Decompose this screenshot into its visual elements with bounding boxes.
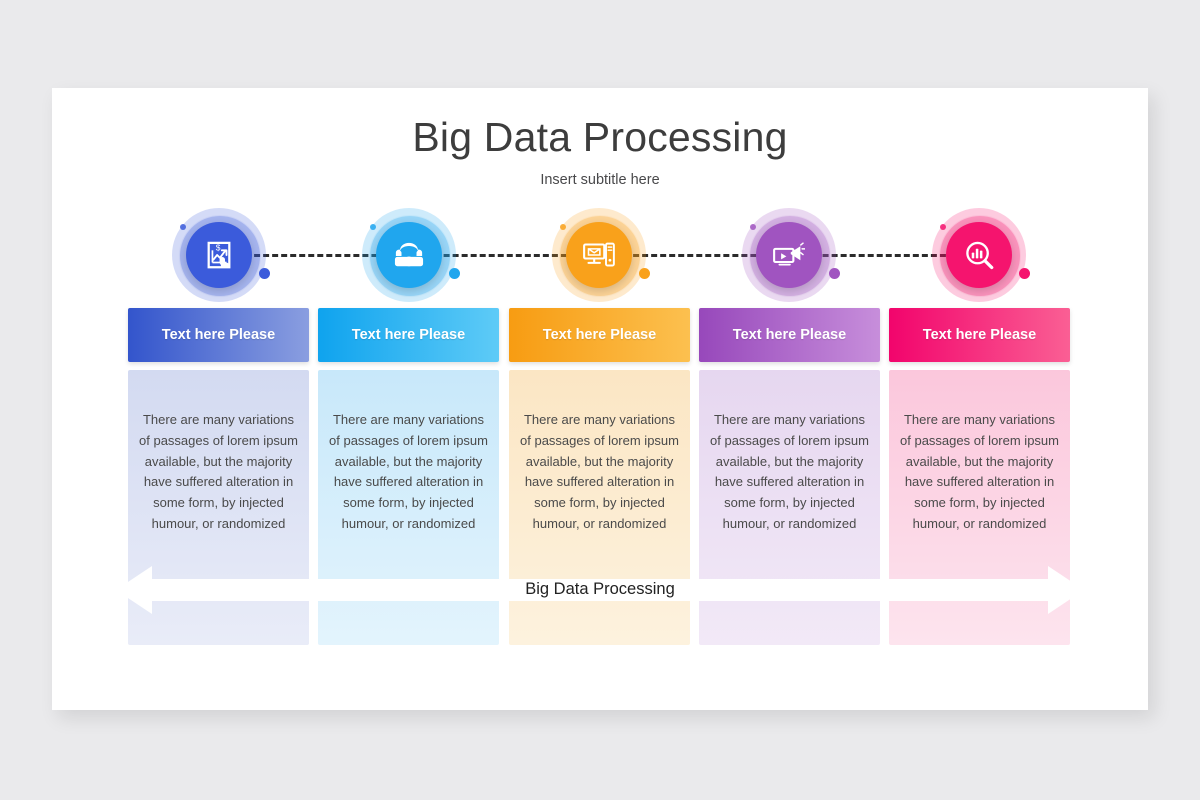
column-body-1: There are many variations of passages of… [128, 370, 309, 645]
column-heading-3[interactable]: Text here Please [509, 308, 690, 362]
column-body-2: There are many variations of passages of… [318, 370, 499, 645]
video-megaphone-icon[interactable] [756, 222, 822, 288]
telephone-icon[interactable] [376, 222, 442, 288]
column-heading-1[interactable]: Text here Please [128, 308, 309, 362]
column-body-text: There are many variations of passages of… [139, 412, 298, 531]
column-body-text: There are many variations of passages of… [900, 412, 1059, 531]
node-mini-dot [750, 224, 756, 230]
icon-node-2[interactable] [362, 208, 460, 302]
node-mini-dot [370, 224, 376, 230]
computer-mail-server-icon[interactable] [566, 222, 632, 288]
column-body-text: There are many variations of passages of… [520, 412, 679, 531]
node-accent-dot [259, 268, 270, 279]
icon-node-4[interactable] [742, 208, 840, 302]
icon-node-1[interactable]: $ [172, 208, 270, 302]
column-heading-4[interactable]: Text here Please [699, 308, 880, 362]
node-accent-dot [829, 268, 840, 279]
svg-text:$: $ [216, 242, 221, 252]
column-body-3: There are many variations of passages of… [509, 370, 690, 645]
node-mini-dot [180, 224, 186, 230]
icon-node-5[interactable] [932, 208, 1030, 302]
icon-node-3[interactable] [552, 208, 650, 302]
column-heading-2[interactable]: Text here Please [318, 308, 499, 362]
slide-canvas: Big Data Processing Insert subtitle here… [52, 88, 1148, 710]
column-heading-label: Text here Please [161, 327, 276, 343]
column-heading-label: Text here Please [542, 327, 657, 343]
page-subtitle: Insert subtitle here [540, 172, 660, 188]
column-body-4: There are many variations of passages of… [699, 370, 880, 645]
column-heading-label: Text here Please [922, 327, 1037, 343]
node-mini-dot [560, 224, 566, 230]
chart-document-icon[interactable]: $ [186, 222, 252, 288]
column-heading-label: Text here Please [351, 327, 466, 343]
node-accent-dot [639, 268, 650, 279]
data-analysis-search-icon[interactable] [946, 222, 1012, 288]
column-heading-label: Text here Please [732, 327, 847, 343]
column-body-5: There are many variations of passages of… [889, 370, 1070, 645]
node-accent-dot [449, 268, 460, 279]
column-heading-5[interactable]: Text here Please [889, 308, 1070, 362]
page-title: Big Data Processing [412, 114, 788, 160]
column-body-text: There are many variations of passages of… [329, 412, 488, 531]
node-accent-dot [1019, 268, 1030, 279]
node-mini-dot [940, 224, 946, 230]
column-body-text: There are many variations of passages of… [710, 412, 869, 531]
arrow-band-label: Big Data Processing [525, 580, 675, 598]
